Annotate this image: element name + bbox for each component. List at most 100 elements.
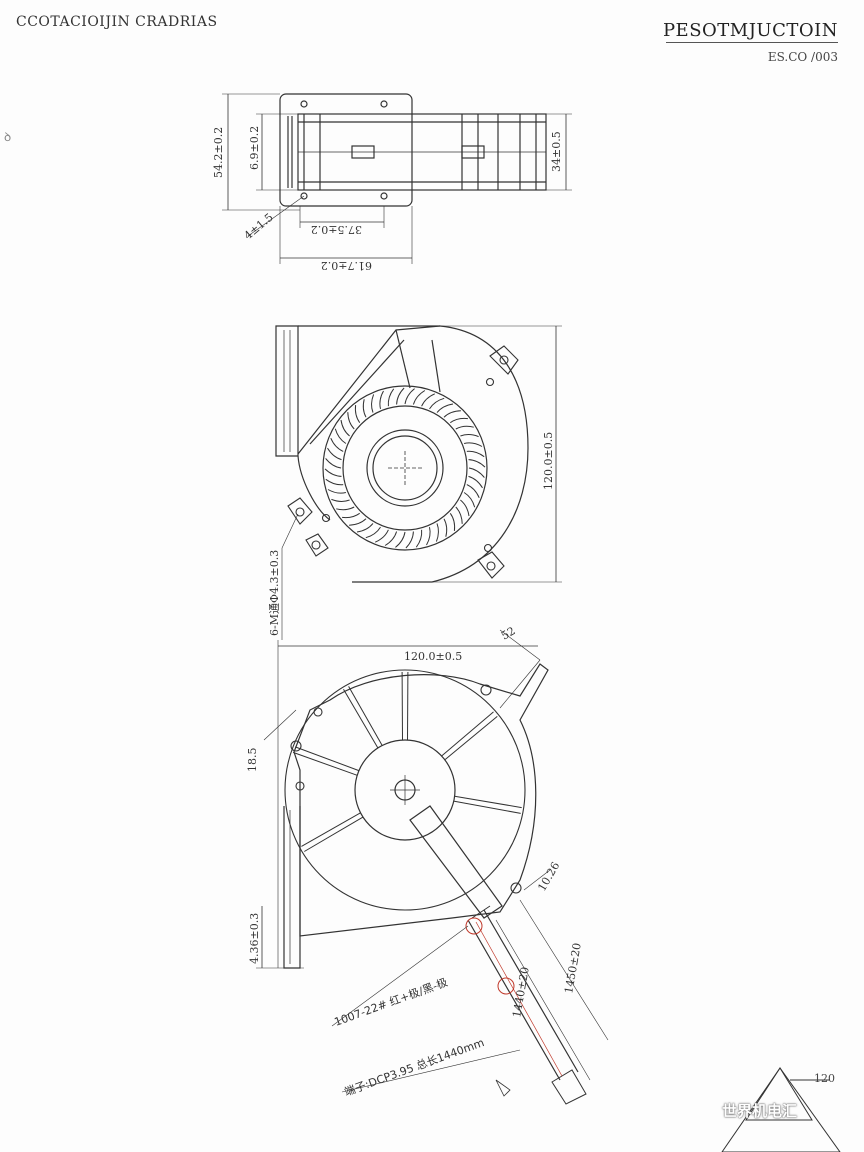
front-view	[275, 325, 562, 640]
impeller-blade	[327, 447, 342, 461]
dim-wire-length-outer: 1450±20	[562, 942, 584, 995]
dim-wire-offset: 10.26	[535, 860, 562, 894]
dim-back-width: 120.0±0.5	[404, 650, 462, 663]
impeller-blade	[334, 428, 347, 444]
impeller-blade	[330, 438, 344, 452]
side-hole	[380, 100, 388, 108]
side-view	[222, 93, 572, 264]
impeller-blade	[468, 467, 485, 478]
side-hole	[300, 100, 308, 108]
back-spoke	[343, 689, 379, 749]
impeller-blade	[349, 518, 367, 526]
back-spoke	[454, 795, 522, 809]
side-hole	[300, 192, 308, 200]
front-outlet	[275, 325, 299, 457]
impeller-blade	[371, 394, 375, 413]
corner-label: 120	[814, 1072, 835, 1085]
impeller-inner	[342, 405, 468, 531]
impeller-blade	[375, 529, 389, 543]
dim-side-width-inner: 37.5±0.2	[311, 223, 362, 236]
impeller-blade	[463, 442, 483, 447]
impeller-blade	[325, 478, 344, 486]
dim-back-outlet: 52	[499, 624, 518, 642]
back-view	[256, 629, 609, 1105]
impeller-blade	[336, 506, 355, 511]
impeller-blade	[412, 390, 426, 405]
dim-back-foot: 4.36±0.3	[248, 913, 261, 964]
impeller-blade	[340, 419, 350, 437]
dim-front-holes: 6-M通Φ4.3±0.3	[268, 550, 281, 636]
back-rim	[284, 669, 526, 911]
wire-bundle	[467, 909, 579, 1081]
impeller-blade	[342, 512, 360, 519]
impeller-blade	[331, 498, 350, 502]
impeller-blade	[365, 526, 381, 539]
dim-side-height-right: 34±0.5	[550, 131, 563, 172]
impeller-blade	[404, 388, 415, 405]
back-spoke	[292, 751, 358, 776]
back-hub-outer	[354, 739, 456, 841]
impeller-blade	[450, 417, 468, 424]
side-hole	[380, 192, 388, 200]
back-housing	[293, 663, 549, 937]
dim-side-hole: 4±1.5	[242, 211, 276, 243]
impeller-blade	[443, 410, 461, 418]
back-spoke	[348, 686, 383, 746]
impeller-blade	[325, 458, 342, 469]
dim-side-height-inner: 6.9±0.2	[248, 126, 261, 170]
impeller-blade	[455, 506, 463, 524]
back-spoke	[453, 800, 521, 814]
wire-channel	[409, 805, 503, 919]
impeller-blade	[460, 499, 470, 517]
impeller-blade	[415, 529, 423, 548]
front-scroll	[352, 325, 529, 583]
impeller-blade	[443, 518, 448, 537]
impeller-blade	[396, 387, 405, 405]
margin-mark: ꝺ	[4, 130, 12, 144]
impeller-blade	[324, 468, 342, 477]
impeller-blade	[466, 450, 485, 458]
impeller-blade	[468, 475, 483, 489]
title-underline	[666, 42, 838, 43]
impeller-blade	[421, 393, 435, 407]
dim-side-width-outer: 61.7±0.2	[321, 259, 372, 272]
back-spoke	[304, 816, 364, 852]
drawing-number: ES.CO /003	[767, 50, 838, 64]
wire-marker	[465, 917, 483, 935]
impeller-blade	[449, 513, 456, 531]
impeller-blade	[356, 523, 374, 533]
impeller-blade	[384, 531, 398, 546]
wire-marker	[497, 977, 515, 995]
dim-front-height: 120.0±0.5	[542, 432, 555, 490]
impeller-blade	[362, 399, 367, 418]
impeller-blade	[468, 459, 486, 468]
impeller-blade	[460, 434, 479, 438]
impeller-blade	[395, 531, 406, 548]
impeller-outer	[322, 385, 488, 551]
impeller-blade	[435, 523, 439, 542]
impeller-blade	[354, 405, 361, 423]
impeller-blade	[429, 397, 445, 410]
wire-note-label: 端子:DCP3.95 总长1440mm	[342, 1035, 486, 1099]
impeller-blade	[466, 484, 480, 498]
impeller-blade	[436, 403, 454, 413]
impeller-blade	[379, 390, 384, 410]
corner-detail	[721, 1067, 841, 1152]
back-spoke	[441, 711, 494, 757]
impeller-blade	[455, 425, 474, 430]
hub-inner	[372, 435, 438, 501]
back-spoke	[301, 812, 361, 847]
impeller-blade	[387, 388, 395, 407]
drawing-title-left: CCOTACIOIJIN CRADRIAS	[16, 14, 218, 30]
hub-outer	[366, 429, 444, 507]
impeller-blade	[347, 412, 355, 430]
impeller-blade	[426, 526, 431, 546]
dim-wire-length-inner: 1440±20	[510, 966, 532, 1019]
watermark: 世界机电汇	[722, 1102, 798, 1120]
impeller-blade	[463, 492, 476, 508]
back-spoke	[444, 716, 498, 761]
drawing-title-right: PESOTMJUCTOIN	[662, 20, 838, 41]
side-mount-plate	[279, 93, 413, 207]
impeller-blade	[405, 531, 414, 549]
